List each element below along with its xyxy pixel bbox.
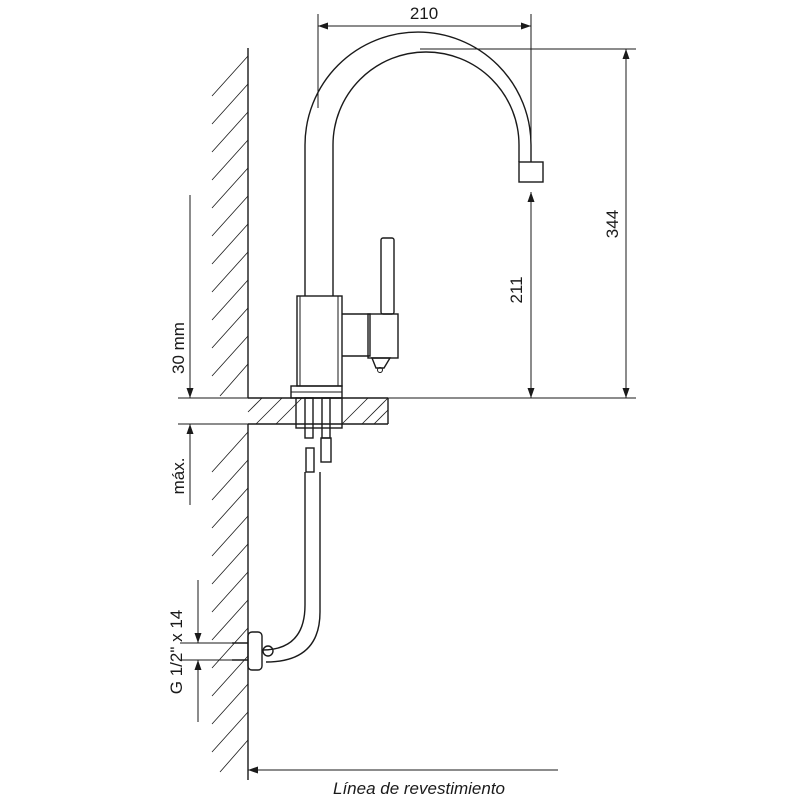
lever-housing (342, 313, 371, 357)
faucet (232, 31, 544, 671)
dimension-connection-label: G 1/2" x 14 (167, 610, 186, 694)
dimension-total-height-label: 344 (603, 210, 622, 238)
flex-hose-outer (261, 472, 306, 651)
lever-cartridge (367, 313, 399, 359)
dimension-spout-height: 211 (507, 192, 535, 398)
wall-connector (247, 631, 263, 671)
dimension-connection: G 1/2" x 14 (167, 580, 248, 722)
mounting-stud (295, 397, 343, 429)
wall-hatching (211, 55, 249, 773)
lever-handle (380, 237, 395, 315)
dimension-total-height: 344 (342, 48, 636, 399)
countertop-hatching (247, 397, 389, 425)
coating-line-caption: Línea de revestimiento (333, 779, 505, 798)
dimension-width-label: 210 (410, 4, 438, 23)
dimension-max-label: máx. (169, 458, 188, 495)
flex-hose-inner (265, 472, 321, 663)
spout-outer (304, 31, 532, 296)
spout-aerator (518, 161, 544, 183)
dimension-max-thickness: 30 mm máx. (169, 195, 248, 505)
faucet-body (296, 295, 343, 387)
wall (211, 48, 249, 780)
coating-line: Línea de revestimiento (248, 766, 558, 798)
dimension-max-thickness-label: 30 mm (169, 322, 188, 374)
dimension-spout-height-label: 211 (507, 276, 526, 303)
countertop (247, 397, 389, 425)
spout-inner (332, 51, 520, 296)
dimension-width: 210 (317, 4, 532, 145)
valve-stem (320, 437, 332, 463)
